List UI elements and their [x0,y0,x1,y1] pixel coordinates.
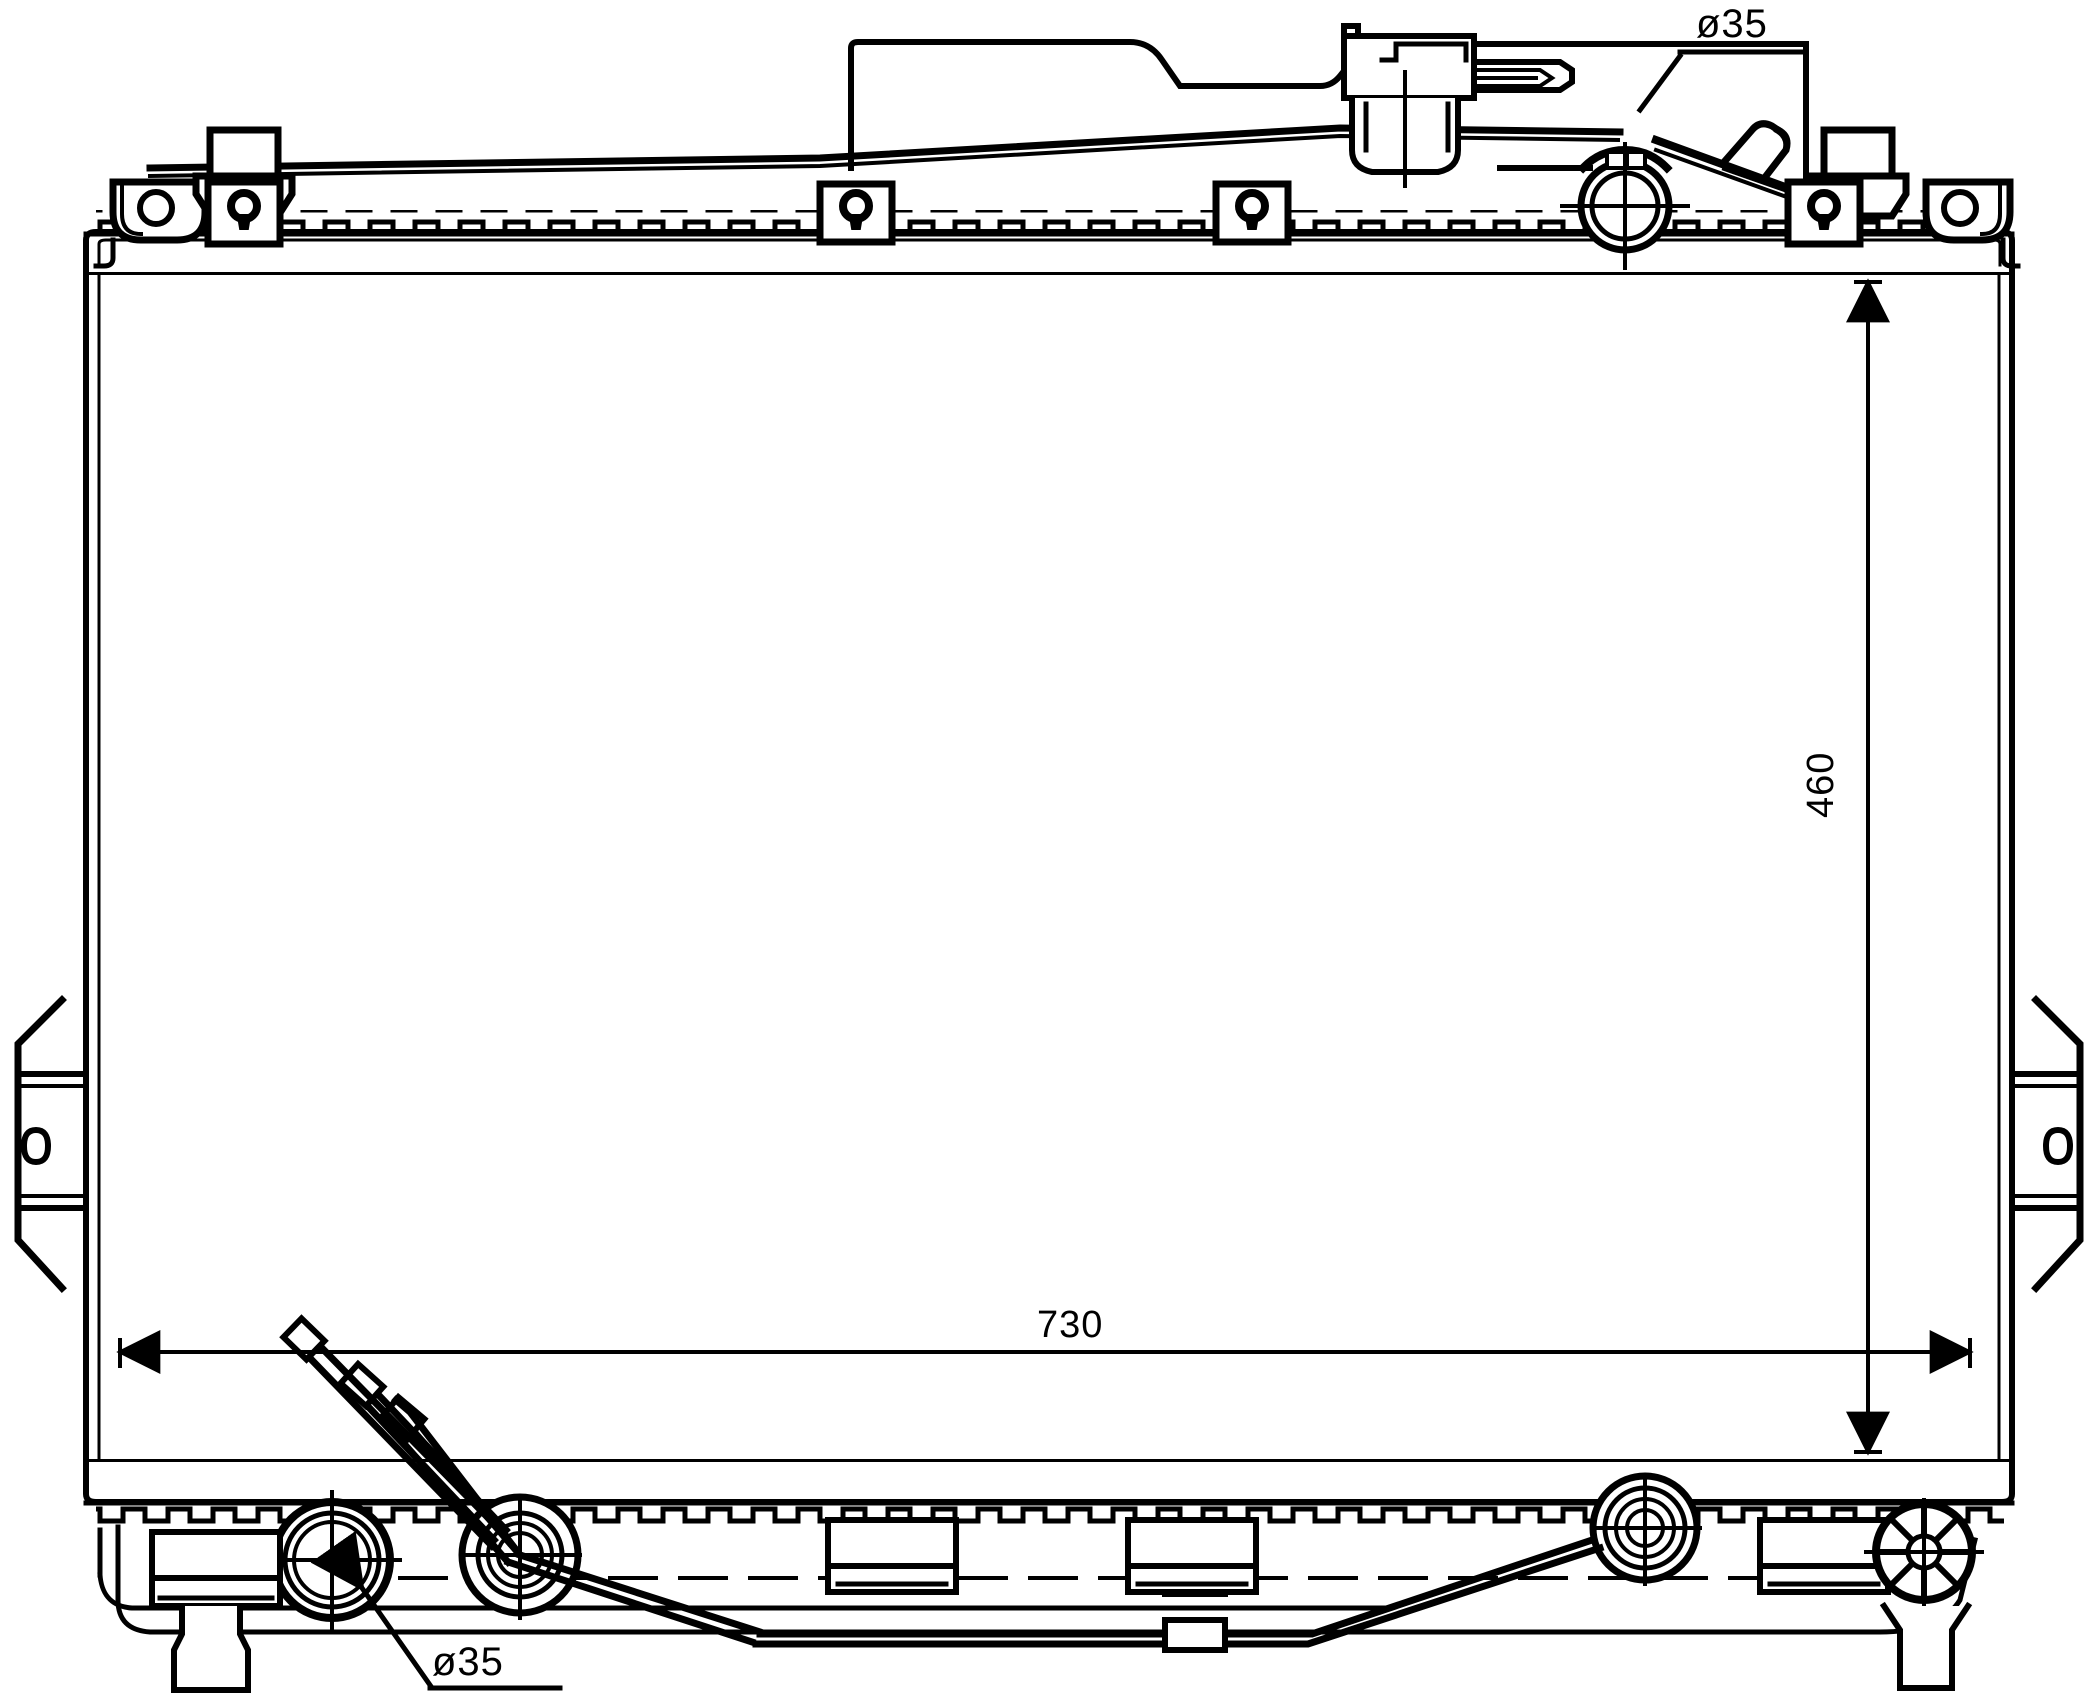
upper-tank [83,210,2015,275]
mount-tab-top-left [192,126,296,248]
core-width-dimension [116,1330,1974,1374]
leader-bottom-dia [310,1530,563,1691]
mount-bracket-top-left [93,178,209,269]
dimension-label-top-diameter: ø35 [1696,2,1768,46]
slot-hole-left [20,1126,52,1166]
core-height-dimension [1846,278,1890,1456]
side-bracket-left [14,995,89,1293]
cooler-fitting-right [1589,1472,1702,1586]
dimension-label-bottom-diameter: ø35 [432,1640,504,1684]
mount-bracket-lower-mid2 [1125,1517,1259,1595]
filler-neck [1341,23,1575,188]
mount-bracket-lower-right [1757,1517,1891,1595]
shroud-outline [848,39,1809,199]
mount-bracket-lower-mid1 [825,1517,959,1595]
mount-bracket-top-right [1922,178,2021,269]
side-bracket-right [2009,995,2084,1293]
keyhole-slot-icon [227,189,261,230]
mount-tab-top-mid1 [816,180,896,246]
slot-hole-right [2042,1126,2074,1166]
mount-tab-top-mid2 [1212,180,1292,246]
upper-outlet-port [1497,142,1690,270]
leader-top-dia [1636,49,1809,114]
drain-plug-left [149,1529,283,1693]
radiator-core [83,269,2015,1465]
cooler-line-clip-lower [1162,1617,1228,1653]
dimension-label-height: 460 [1800,751,1842,818]
lower-tank [83,1459,2015,1635]
mount-tab-top-right [1784,126,1910,248]
dimension-label-width: 730 [1037,1304,1104,1346]
drain-plug-right [1864,1498,1984,1691]
